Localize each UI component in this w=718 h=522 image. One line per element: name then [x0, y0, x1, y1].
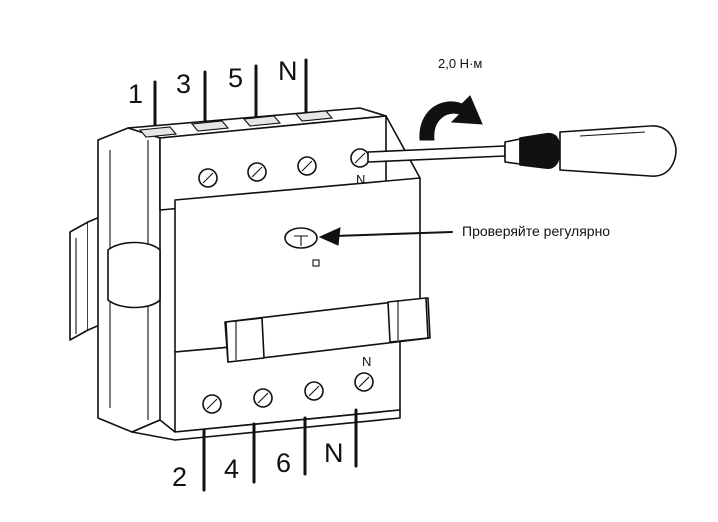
pointer-arrow-icon [318, 227, 453, 246]
test-button-icon [284, 227, 320, 267]
top-terminal-n-label: N [278, 56, 298, 86]
bottom-terminal-n-label: N [324, 438, 344, 468]
top-terminal-1-label: 1 [128, 79, 143, 109]
screw-top-5 [297, 156, 317, 176]
bottom-terminal-4-label: 4 [224, 454, 239, 484]
screwdriver-icon [367, 125, 677, 177]
screw-top-3 [247, 162, 267, 182]
bottom-wires [202, 408, 358, 492]
top-terminal-5-label: 5 [228, 63, 243, 93]
screw-top-1 [198, 168, 218, 188]
neutral-mark-bottom: N [362, 354, 371, 369]
toggle-handle [224, 297, 431, 363]
screw-bottom-n [354, 372, 374, 392]
torque-label: 2,0 Н·м [438, 56, 482, 71]
screw-bottom-6 [304, 381, 324, 401]
top-terminal-3-label: 3 [176, 69, 191, 99]
check-regularly-label: Проверяйте регулярно [462, 223, 610, 239]
screw-top-n [350, 148, 370, 168]
rotate-arrow-icon [419, 95, 483, 141]
device-body [97, 107, 421, 441]
screw-bottom-2 [202, 394, 222, 414]
bottom-screws [202, 372, 374, 414]
neutral-mark-top: N [356, 172, 365, 187]
screw-bottom-4 [253, 388, 273, 408]
bottom-terminal-6-label: 6 [276, 448, 291, 478]
bottom-terminal-2-label: 2 [172, 462, 187, 492]
top-screws [198, 148, 370, 188]
